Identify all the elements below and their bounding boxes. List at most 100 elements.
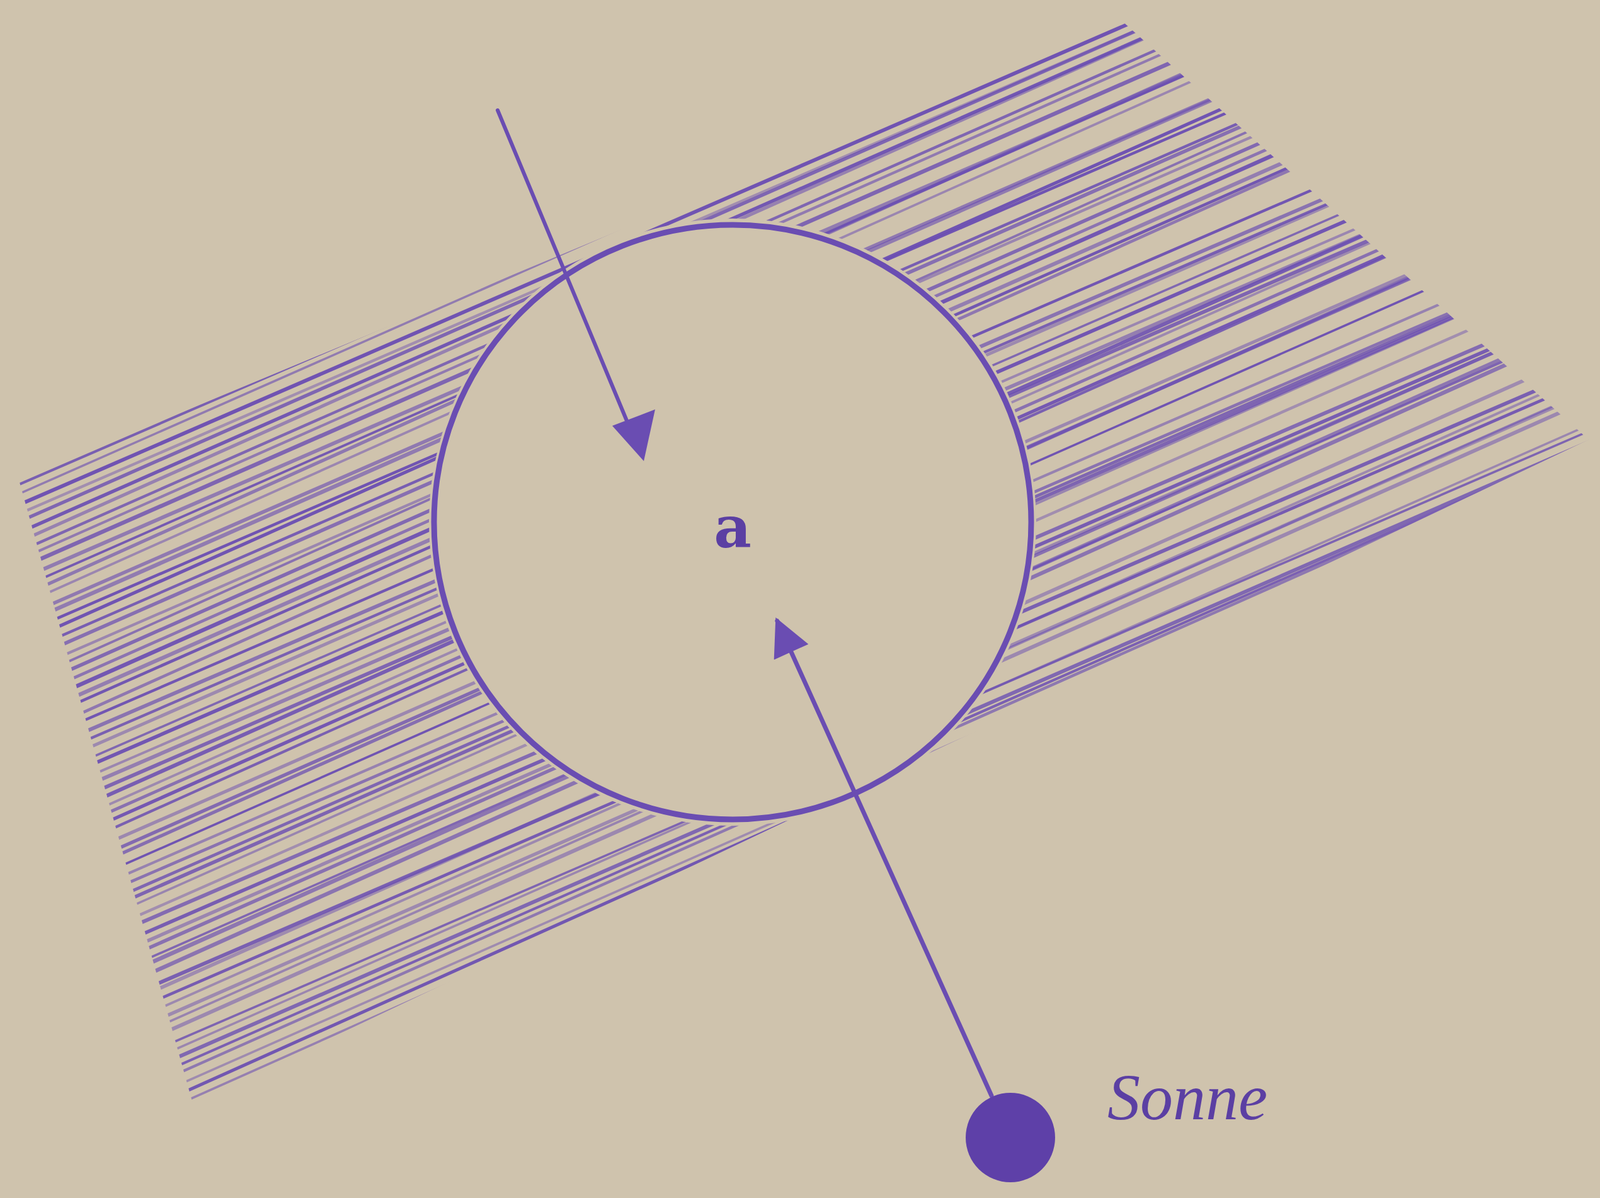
hatch-line bbox=[0, 1101, 1600, 1198]
hatch-line bbox=[0, 734, 1600, 1198]
hatch-line bbox=[0, 550, 1600, 1198]
sun-dot bbox=[965, 1092, 1056, 1183]
hatch-line bbox=[0, 694, 1600, 1198]
hatch-line bbox=[0, 1085, 1600, 1198]
hatch-line bbox=[0, 488, 1600, 1198]
hatch-line bbox=[0, 586, 1600, 1198]
hatch-line bbox=[0, 422, 1600, 1158]
hatch-line bbox=[0, 613, 1600, 1198]
hatch-line bbox=[0, 1058, 1600, 1198]
hatch-line bbox=[0, 69, 1600, 800]
hatch-line bbox=[0, 567, 1600, 1198]
hatch-line bbox=[0, 663, 1600, 1198]
hatch-line bbox=[0, 894, 1600, 1198]
light-ray-arrow bbox=[777, 621, 992, 1097]
hatch-line bbox=[0, 856, 1600, 1198]
hatch-line bbox=[0, 519, 1600, 1198]
sun-symbol bbox=[964, 1091, 1057, 1184]
hatch-line bbox=[0, 913, 1600, 1198]
hatch-line bbox=[0, 995, 1600, 1198]
hatch-line bbox=[0, 1019, 1600, 1198]
hatch-line bbox=[0, 982, 1600, 1198]
hatch-line bbox=[0, 483, 1600, 1198]
hatch-line bbox=[0, 960, 1600, 1198]
hatch-line bbox=[0, 619, 1600, 1198]
hatch-line bbox=[0, 236, 1600, 979]
hatch-line bbox=[0, 914, 1600, 1198]
hatch-line bbox=[0, 672, 1600, 1198]
arrow-head bbox=[612, 409, 656, 462]
hatch-line bbox=[0, 739, 1600, 1198]
point-label: a bbox=[713, 498, 752, 557]
hatch-line bbox=[0, 233, 1600, 963]
hatch-line bbox=[0, 1029, 1600, 1198]
hatch-line bbox=[0, 0, 1600, 725]
hatch-line bbox=[0, 278, 1600, 998]
hatch-line bbox=[0, 841, 1600, 1198]
hatch-line bbox=[0, 564, 1600, 1198]
incoming-arrow bbox=[497, 110, 630, 429]
sun-label: Sonne bbox=[1107, 1061, 1268, 1134]
hatch-line bbox=[0, 638, 1600, 1198]
hatch-line bbox=[0, 664, 1600, 1198]
hatch-line bbox=[0, 947, 1600, 1198]
hatch-line bbox=[0, 1009, 1600, 1198]
hatch-line bbox=[0, 910, 1600, 1198]
hatch-line bbox=[0, 1160, 1600, 1198]
hatch-line bbox=[0, 678, 1600, 1198]
hatch-line bbox=[0, 196, 1600, 934]
hatch-line bbox=[0, 13, 1600, 765]
hatch-line bbox=[0, 1116, 1600, 1198]
hatch-line bbox=[0, 806, 1600, 1198]
hatch-line bbox=[0, 289, 1600, 1020]
hatch-line bbox=[0, 1051, 1600, 1198]
hatch-line bbox=[0, 786, 1600, 1198]
hatch-line bbox=[0, 600, 1600, 1198]
hatch-line bbox=[0, 424, 1600, 1167]
hatch-line bbox=[0, 1116, 1600, 1198]
hatch-line bbox=[0, 0, 1600, 319]
hatch-line bbox=[0, 484, 1600, 1198]
hatch-line bbox=[0, 175, 1600, 923]
hatch-line bbox=[0, 235, 1600, 971]
hatch-line bbox=[0, 466, 1600, 1198]
hatch-line bbox=[0, 1055, 1600, 1198]
hatch-line bbox=[0, 757, 1600, 1198]
hatch-line bbox=[0, 94, 1600, 819]
hatch-line bbox=[0, 0, 1600, 263]
hatch-line bbox=[0, 730, 1600, 1198]
hatch-line bbox=[0, 941, 1600, 1198]
hatch-line bbox=[0, 1053, 1600, 1198]
hatch-line bbox=[0, 0, 1600, 366]
hatch-line bbox=[0, 0, 1600, 403]
hatch-line bbox=[0, 807, 1600, 1198]
hatch-line bbox=[0, 329, 1600, 1074]
hatch-line bbox=[0, 0, 1600, 527]
hatch-line bbox=[0, 933, 1600, 1198]
hatch-line bbox=[0, 539, 1600, 1198]
hatch-line bbox=[0, 560, 1600, 1198]
circle-outline bbox=[434, 224, 1032, 820]
hatch-line bbox=[0, 452, 1600, 1198]
hatch-line bbox=[0, 735, 1600, 1198]
hatch-line bbox=[0, 370, 1600, 1103]
circle-region: a bbox=[431, 221, 1034, 824]
hatch-line bbox=[0, 1012, 1600, 1198]
hatch-line bbox=[0, 0, 1600, 339]
hatch-line bbox=[0, 143, 1600, 894]
hatch-line bbox=[0, 824, 1600, 1198]
hatch-line bbox=[0, 1099, 1600, 1198]
hatch-line bbox=[0, 0, 1600, 309]
hatch-line bbox=[0, 682, 1600, 1198]
hatch-line bbox=[0, 988, 1600, 1198]
hatch-line bbox=[0, 792, 1600, 1198]
hatch-line bbox=[0, 0, 1600, 298]
hatch-line bbox=[0, 1080, 1600, 1198]
hatch-line bbox=[0, 859, 1600, 1198]
hatch-line bbox=[0, 781, 1600, 1198]
hatch-line bbox=[0, 825, 1600, 1198]
hatch-line bbox=[0, 864, 1600, 1198]
